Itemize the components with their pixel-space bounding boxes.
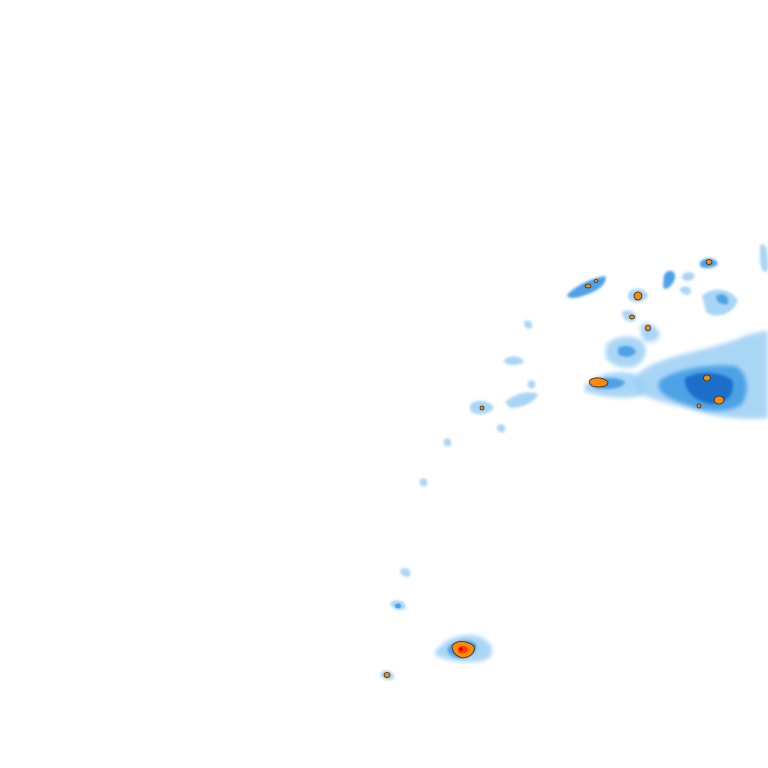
precip-cells-north bbox=[567, 244, 768, 322]
precip-cells-west bbox=[419, 320, 538, 487]
precip-cluster-east bbox=[633, 331, 768, 419]
precip-cells-south bbox=[380, 568, 493, 681]
precip-band-central bbox=[585, 323, 660, 398]
